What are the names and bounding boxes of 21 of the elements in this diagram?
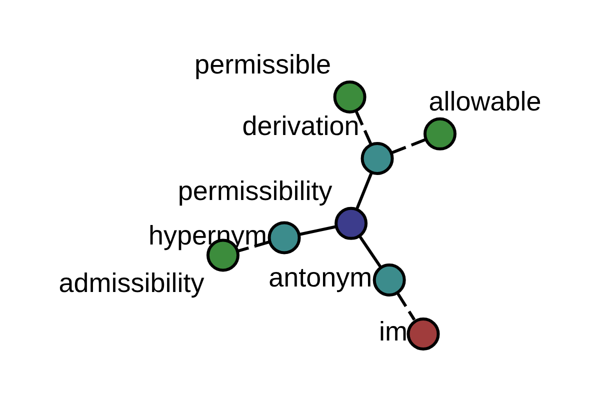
node-circle [372, 263, 406, 296]
connector [391, 138, 426, 154]
node-label: permissibility [178, 176, 332, 206]
node-label: admissibility [58, 267, 204, 298]
node-label: im [379, 316, 408, 346]
connector [396, 292, 416, 320]
node-circle [424, 116, 456, 150]
node-label: allowable [428, 86, 542, 116]
connector [238, 240, 270, 252]
node-circle [333, 80, 366, 113]
connector [356, 172, 373, 208]
node-label: derivation [242, 110, 360, 141]
connector [358, 235, 382, 268]
node-label: antonym [268, 262, 372, 292]
node-circle [268, 220, 301, 254]
node-circle [334, 206, 368, 240]
connector [299, 224, 336, 236]
node-circle [406, 317, 440, 350]
connector [354, 110, 372, 144]
node-circle [360, 141, 394, 174]
node-label: permissible [194, 49, 332, 80]
